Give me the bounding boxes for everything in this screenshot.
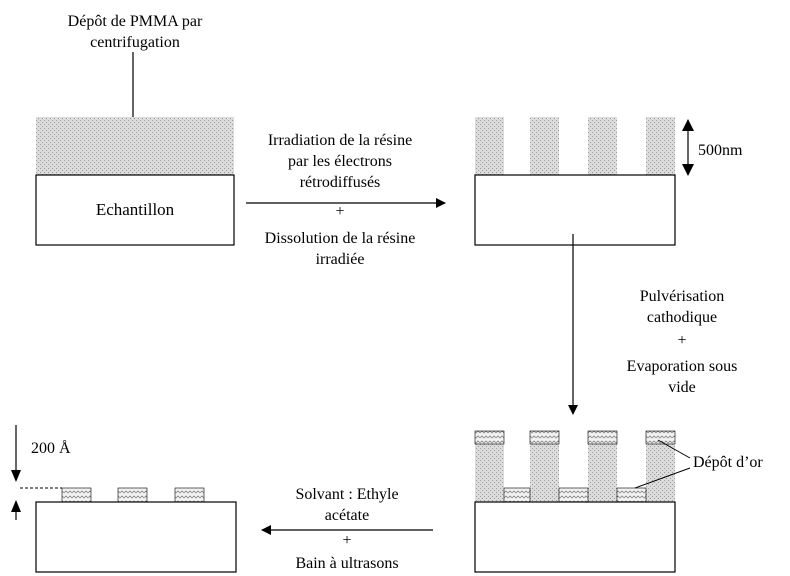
irradiation-line1: Irradiation de la résine xyxy=(267,132,413,149)
thickness-200a-label: 200 Å xyxy=(31,440,71,457)
sample-substrate-3 xyxy=(474,501,676,573)
sputtering-plus: + xyxy=(677,332,687,349)
gold-in-gaps xyxy=(503,487,647,503)
gold-caps xyxy=(474,430,676,445)
sample-substrate-4 xyxy=(35,501,237,573)
pmma-title-line2: centrifugation xyxy=(90,34,180,51)
sample-substrate xyxy=(35,174,235,246)
irradiation-line3: rétrodiffusés xyxy=(299,174,381,191)
evaporation-line1: Evaporation sous xyxy=(626,358,738,375)
solvent-line1: Solvant : Ethyle xyxy=(295,486,399,503)
evaporation-line2: vide xyxy=(668,379,696,396)
pmma-layer xyxy=(36,117,234,175)
irradiation-line2: par les électrons xyxy=(288,153,392,170)
dissolution-line2: irradiée xyxy=(315,251,365,268)
pmma-title-line1: Dépôt de PMMA par xyxy=(67,13,203,30)
sputtering-line1: Pulvérisation xyxy=(639,288,725,305)
gold-pads xyxy=(61,487,205,503)
sample-label: Echantillon xyxy=(95,200,175,219)
ultrasound-line: Bain à ultrasons xyxy=(295,555,399,572)
resist-pillars-3 xyxy=(475,444,675,502)
sample-substrate-2 xyxy=(474,174,676,246)
gold-pointer-lines xyxy=(634,439,691,489)
dissolution-line1: Dissolution de la résine xyxy=(264,230,416,247)
solvent-plus: + xyxy=(342,532,352,549)
thickness-200a-marker xyxy=(11,425,62,520)
resist-pillars xyxy=(475,117,675,175)
irradiation-plus: + xyxy=(335,203,345,220)
thickness-500nm-arrow xyxy=(682,119,694,176)
gold-deposit-label: Dépôt d’or xyxy=(693,454,763,471)
sputtering-line2: cathodique xyxy=(646,309,718,326)
solvent-line2: acétate xyxy=(324,507,370,524)
thickness-500nm-label: 500nm xyxy=(698,142,743,159)
